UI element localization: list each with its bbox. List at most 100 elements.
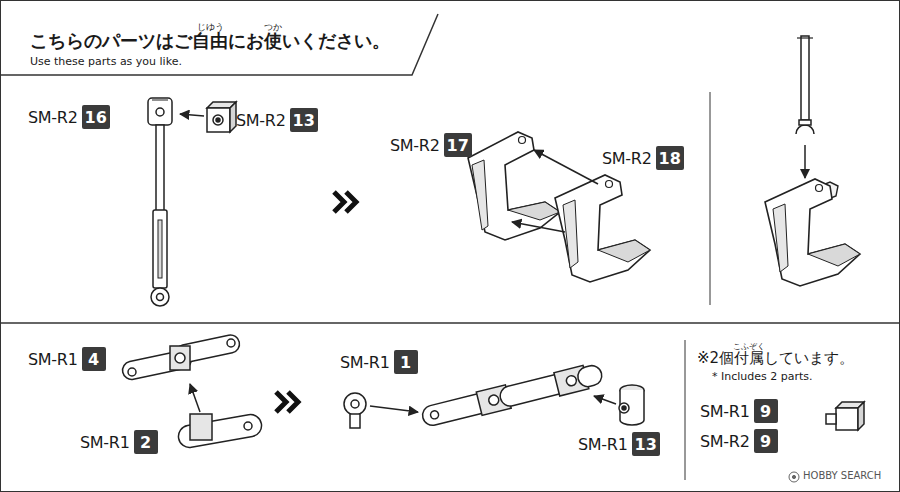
frame-lines (0, 14, 438, 75)
rod-part (157, 294, 164, 301)
link-part (170, 346, 190, 370)
rod-part (799, 120, 811, 125)
watermark-logo (792, 475, 795, 478)
rod-part (158, 220, 162, 278)
link-part (177, 413, 264, 449)
assembly-arrow (370, 406, 418, 412)
part-label: SM-R217 (390, 133, 472, 157)
part-label: SM-R11 (340, 350, 418, 374)
joint-part (344, 393, 366, 428)
runner-name: SM-R2 (28, 108, 78, 127)
watermark-logo (789, 472, 799, 482)
part-number: 4 (82, 347, 106, 371)
part-label: SM-R14 (28, 347, 106, 371)
joint-part (619, 403, 629, 413)
runner-name: SM-R1 (700, 402, 750, 421)
joint-part (858, 402, 864, 430)
assembly-arrow (594, 396, 616, 404)
step-chevron (288, 392, 298, 412)
assembly-arrow (180, 114, 204, 116)
part-label: SM-R216 (28, 105, 110, 129)
step-chevron (346, 192, 356, 212)
rod-part (797, 37, 813, 38)
runner-name: SM-R2 (700, 432, 750, 451)
step-chevron (276, 392, 286, 412)
part-number: 1 (394, 350, 418, 374)
rod-part (148, 98, 172, 125)
subtitle: Use these parts as you like. (30, 56, 182, 69)
step-chevron (334, 192, 344, 212)
link-part (121, 333, 241, 381)
illustration (765, 179, 860, 286)
frame-lines (685, 340, 686, 480)
joint-part (836, 408, 858, 430)
runner-name: SM-R1 (80, 433, 130, 452)
rod-part (796, 36, 814, 134)
part-label: SM-R213 (236, 108, 318, 132)
assembly-arrow (512, 222, 565, 232)
rod-part (156, 108, 164, 116)
runner-name: SM-R1 (340, 353, 390, 372)
link-part (175, 353, 185, 363)
joint-part (216, 118, 220, 122)
part-number: 17 (444, 133, 472, 157)
frame-lines (710, 92, 711, 305)
note-text: * Includes 2 parts. (712, 371, 813, 384)
joint-part (213, 115, 223, 125)
joint-part (826, 402, 864, 430)
stand-part (472, 160, 488, 230)
joint-part (350, 414, 360, 428)
part-label: SM-R12 (80, 430, 158, 454)
rod-part (796, 125, 814, 134)
assembly-arrow (804, 145, 806, 178)
assembly-arrow (190, 384, 200, 412)
part-label: SM-R113 (578, 432, 660, 456)
rod-part (148, 98, 172, 306)
runner-name: SM-R1 (28, 350, 78, 369)
furigana: つか (264, 22, 282, 32)
part-number: 9 (754, 399, 778, 423)
link-part (420, 362, 604, 430)
part-number: 9 (754, 429, 778, 453)
link-part (244, 422, 252, 430)
link-part (488, 394, 500, 406)
link-part (177, 413, 264, 449)
runner-name: SM-R2 (390, 136, 440, 155)
part-number: 16 (82, 105, 110, 129)
joint-part (622, 406, 626, 410)
stand-part (508, 202, 560, 220)
rod-part (801, 36, 809, 120)
runner-name: SM-R2 (236, 111, 286, 130)
note-text: ※2個付属しています。 (697, 350, 854, 367)
joint-part (207, 108, 230, 132)
part-number: 2 (134, 430, 158, 454)
rod-part (153, 210, 167, 288)
page-title: こちらのパーツはご自由にお使いください。 (30, 30, 390, 52)
joint-part (230, 102, 236, 132)
joint-part (619, 385, 644, 425)
part-number: 13 (632, 432, 660, 456)
rod-part (151, 288, 169, 306)
furigana: じゆう (197, 22, 224, 32)
link-part (565, 375, 577, 387)
link-part (128, 368, 136, 376)
part-label: SM-R19 (700, 399, 778, 423)
joint-part (207, 102, 236, 132)
part-number: 18 (656, 146, 684, 170)
stand-part (468, 132, 560, 240)
rod-part (152, 100, 168, 101)
rod-part (156, 125, 164, 211)
joint-part (344, 393, 366, 415)
runner-name: SM-R2 (602, 149, 652, 168)
runner-name: SM-R1 (578, 435, 628, 454)
link-part (576, 364, 604, 389)
assembly-arrow (534, 150, 598, 184)
joint-part (351, 400, 359, 408)
part-number: 13 (290, 108, 318, 132)
step-chevron (276, 192, 356, 412)
link-part (430, 410, 440, 420)
joint-part (826, 414, 836, 424)
watermark: HOBBY SEARCH (803, 470, 881, 482)
part-label: SM-R218 (602, 146, 684, 170)
